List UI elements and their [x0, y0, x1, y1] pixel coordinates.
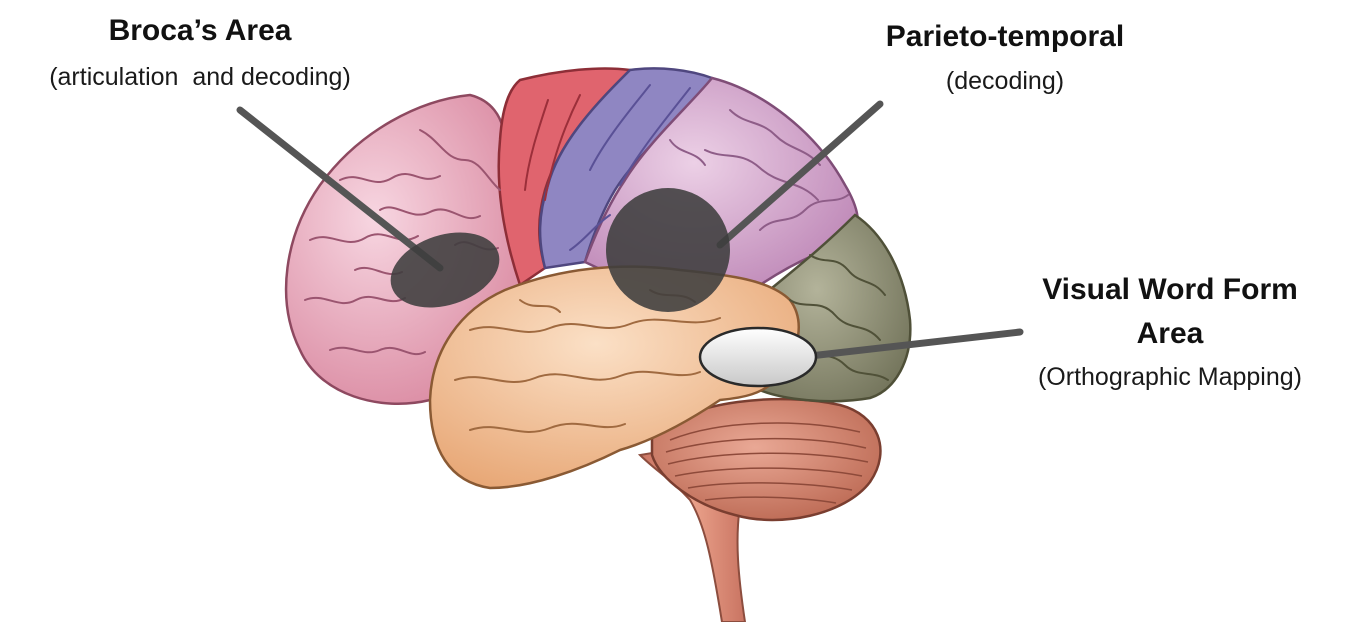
vwfa-title-line1: Visual Word Form [985, 268, 1349, 312]
parieto-temporal-label: Parieto-temporal (decoding) [850, 20, 1160, 96]
broca-subtitle: (articulation and decoding) [0, 62, 400, 92]
visual-word-form-area-label: Visual Word Form Area (Orthographic Mapp… [985, 268, 1349, 392]
visual-word-form-area-highlight [700, 328, 816, 386]
parieto-temporal-title: Parieto-temporal [850, 20, 1160, 54]
parieto-temporal-highlight [606, 188, 730, 312]
vwfa-subtitle: (Orthographic Mapping) [985, 362, 1349, 392]
broca-label: Broca’s Area (articulation and decoding) [0, 14, 400, 92]
vwfa-title-line2: Area [985, 312, 1349, 356]
parieto-temporal-subtitle: (decoding) [850, 66, 1160, 96]
broca-title: Broca’s Area [0, 14, 400, 48]
